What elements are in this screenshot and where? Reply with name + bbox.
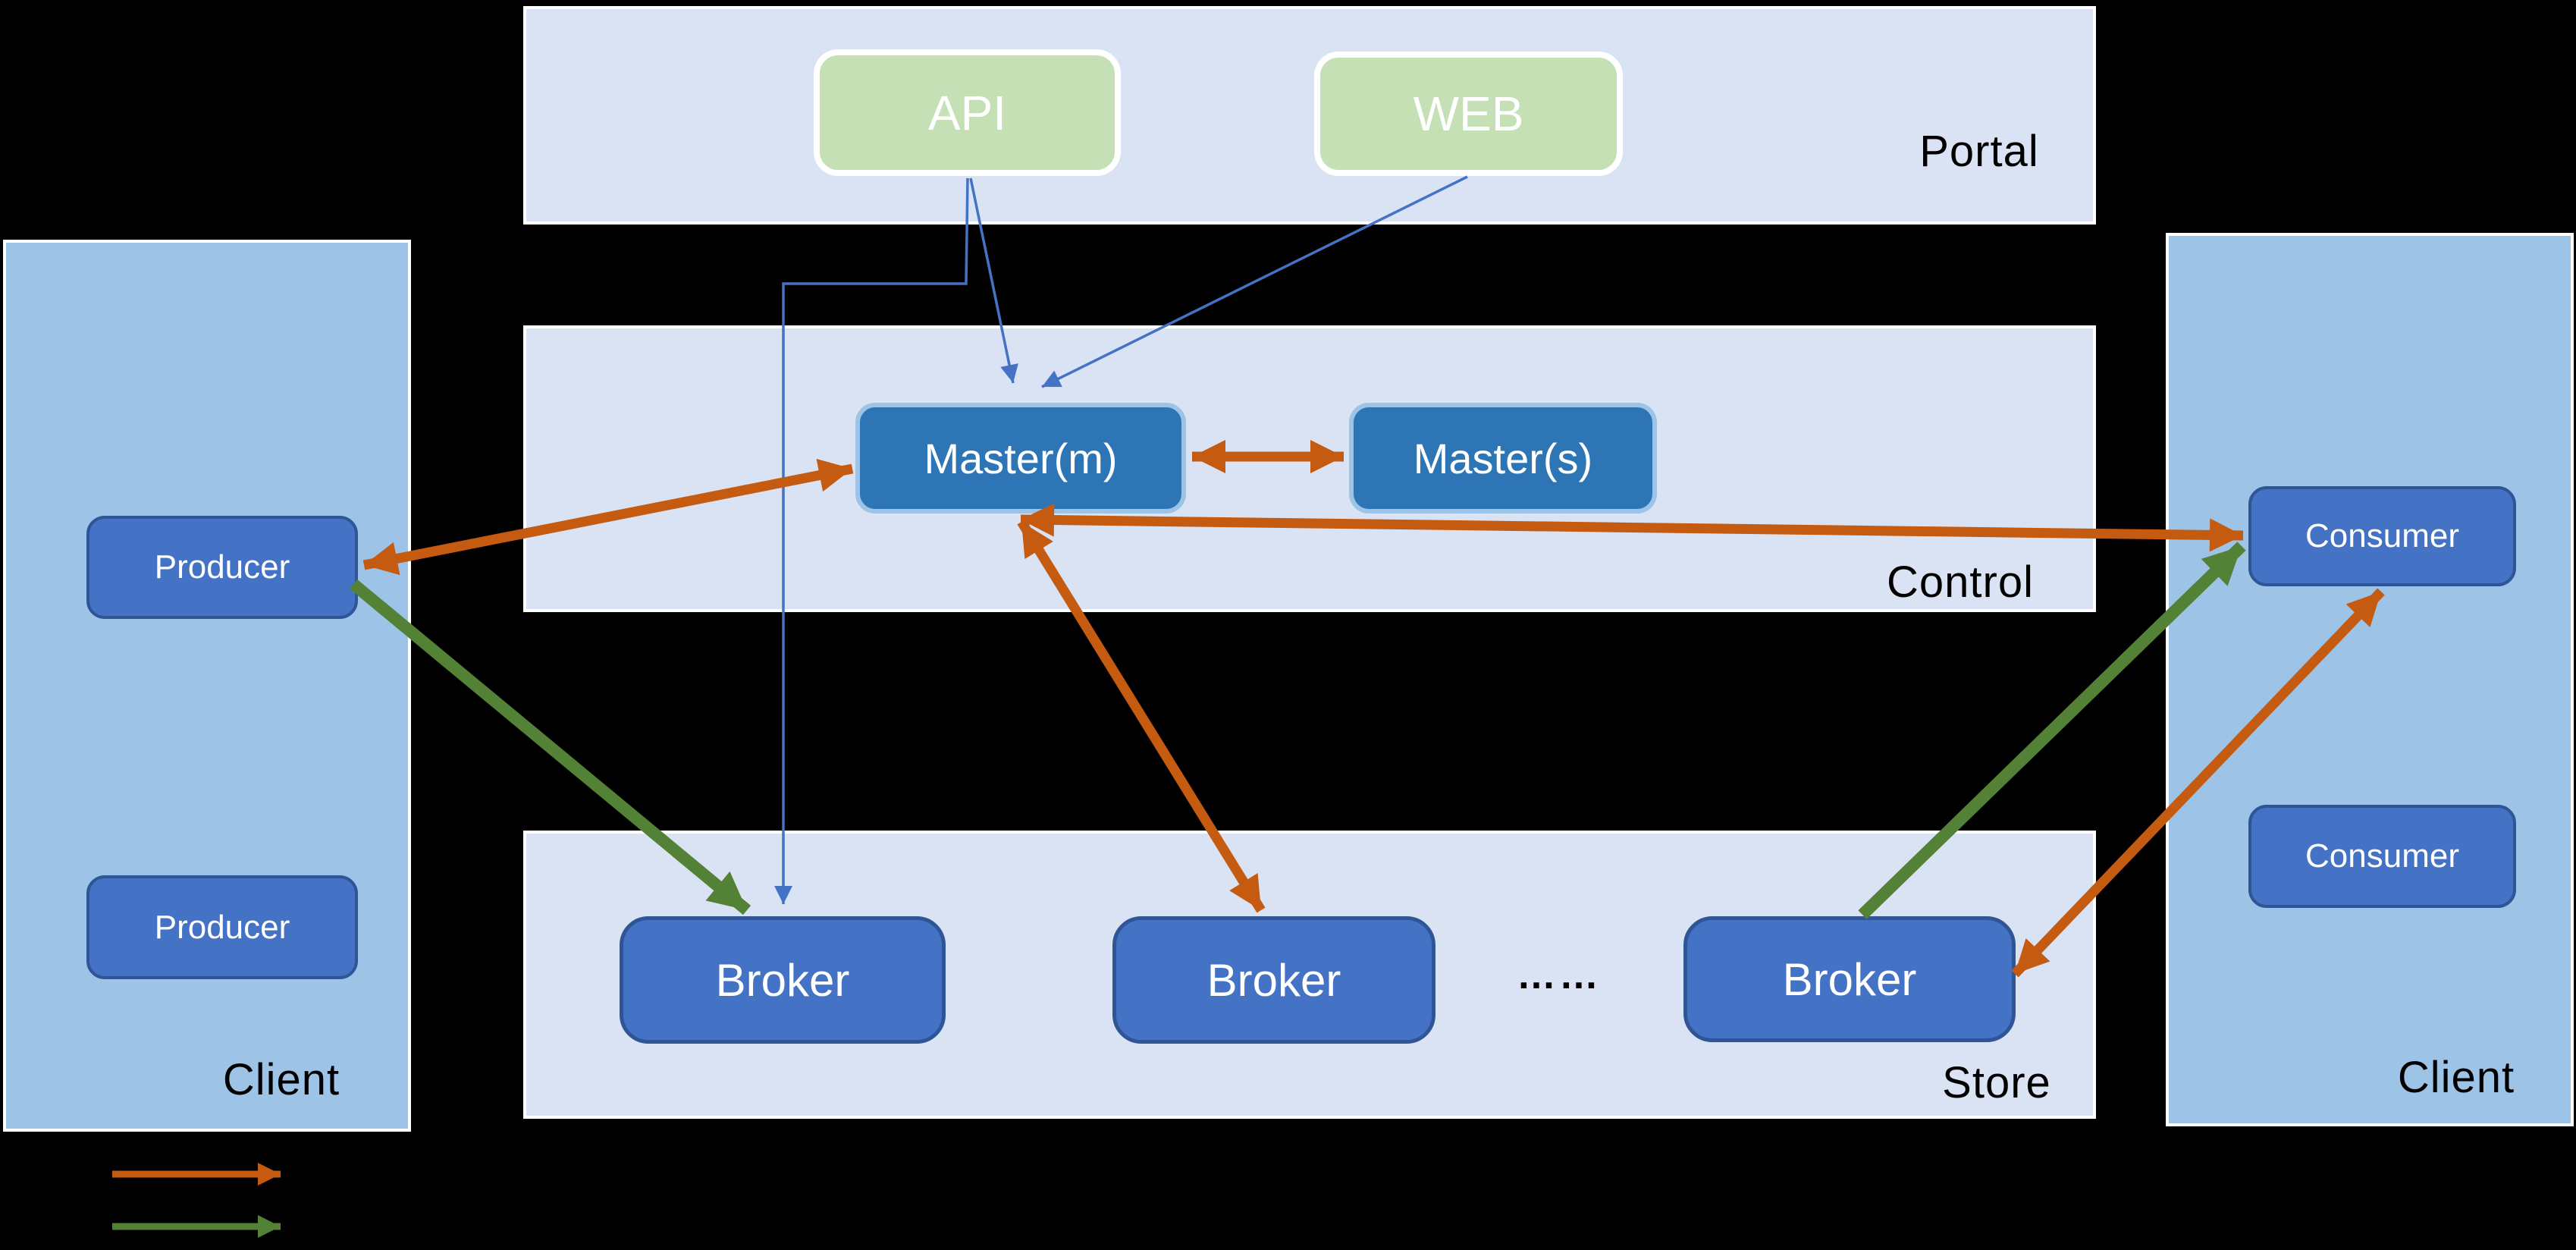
producer-2-node: Producer [86,875,358,979]
band-client-left [3,240,411,1132]
api-node: API [814,49,1121,176]
control-band-label: Control [1887,557,2034,607]
consumer-2-node: Consumer [2248,805,2516,908]
legend [112,1163,281,1238]
broker-3-node: Broker [1683,916,2016,1042]
band-client-right [2166,233,2574,1126]
consumer-1-node: Consumer [2248,486,2516,586]
producer-1-node: Producer [86,516,358,619]
store-band-label: Store [1942,1057,2051,1107]
broker-2-node: Broker [1112,916,1435,1044]
client-left-band-label: Client [222,1054,340,1104]
master-m-node: Master(m) [855,403,1186,514]
broker-1-node: Broker [620,916,946,1044]
portal-band-label: Portal [1919,127,2039,176]
client-right-band-label: Client [2397,1052,2515,1102]
broker-ellipsis: …… [1517,953,1602,997]
web-node: WEB [1314,52,1623,176]
band-portal [523,6,2096,225]
master-s-node: Master(s) [1349,403,1657,514]
